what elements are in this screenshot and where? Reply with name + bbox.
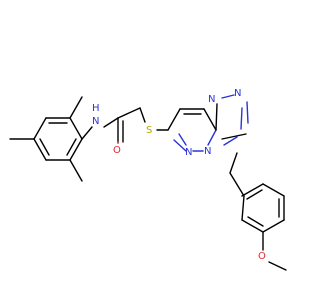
carbonyl-oxygen-label: O xyxy=(113,145,121,156)
triazole-ring xyxy=(215,94,249,146)
bridgehead-nitrogen-label: N xyxy=(204,146,211,157)
pyridazine-ring xyxy=(167,108,217,152)
triazole-nitrogen-b-label: N xyxy=(208,94,215,105)
amide-group xyxy=(81,107,141,144)
amide-hydrogen-label: H xyxy=(92,103,100,114)
pyridazine-nitrogen-label: N xyxy=(185,147,192,158)
molecule-structure: N H O S N N N N O xyxy=(9,88,287,271)
methyl-groups xyxy=(9,96,83,182)
triazole-nitrogen-a-label: N xyxy=(234,88,241,99)
mesityl-ring xyxy=(33,117,83,161)
thioether-linker xyxy=(139,107,169,131)
methoxy-oxygen-label: O xyxy=(258,251,266,262)
sulfur-label: S xyxy=(146,125,152,136)
methoxy-group xyxy=(262,231,287,271)
methoxyphenyl-ring xyxy=(229,152,285,233)
amide-nitrogen-label: N xyxy=(92,116,99,127)
